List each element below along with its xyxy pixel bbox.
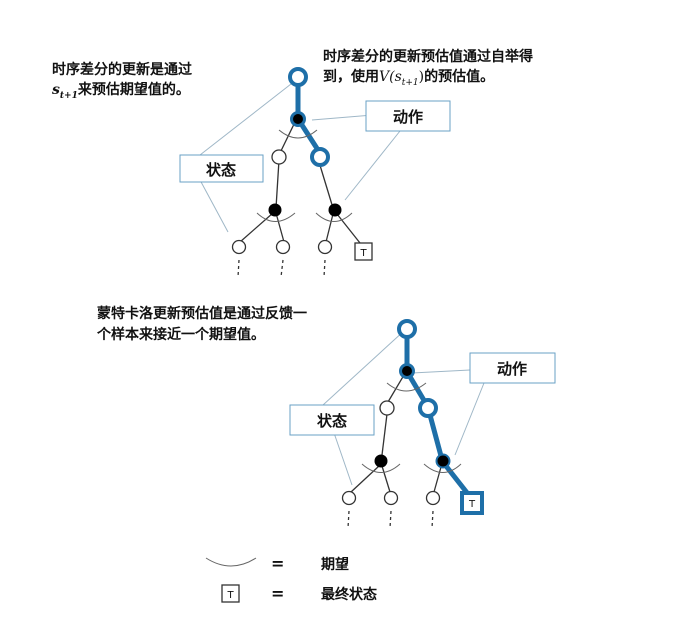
expectation-symbol bbox=[205, 557, 257, 567]
expectation-arc bbox=[361, 463, 401, 473]
state-callout-label: 状态 bbox=[206, 161, 236, 179]
action-node-sampled bbox=[435, 453, 451, 469]
terminal-node bbox=[354, 242, 373, 261]
legend-terminal-label: 最终状态 bbox=[321, 586, 377, 603]
td-bootstrap-line1: 时序差分的更新预估值通过自举得 bbox=[323, 48, 533, 65]
state-node bbox=[383, 490, 399, 506]
tree-edge bbox=[381, 413, 388, 456]
state-node-root bbox=[288, 67, 308, 87]
action-node bbox=[290, 111, 306, 127]
mc-text-line2: 个样本来接近一个期望值。 bbox=[96, 326, 265, 343]
state-node bbox=[271, 149, 287, 165]
tree-edge bbox=[350, 465, 380, 493]
callout-line bbox=[332, 429, 353, 486]
callout-line bbox=[199, 179, 229, 233]
mc-text-line1: 蒙特卡洛更新预估值是通过反馈一 bbox=[97, 305, 307, 322]
state-node bbox=[425, 490, 441, 506]
expectation-arc bbox=[256, 212, 296, 222]
terminal-node-label: T bbox=[359, 248, 367, 259]
state-callout-box bbox=[179, 154, 264, 183]
callout-line bbox=[322, 329, 406, 406]
tree-edge bbox=[433, 466, 442, 493]
tree-edge bbox=[278, 119, 297, 156]
state-node bbox=[275, 239, 291, 255]
action-node bbox=[399, 363, 415, 379]
state-node-root bbox=[397, 319, 417, 339]
tree-edge bbox=[275, 159, 280, 209]
callout-line bbox=[344, 130, 401, 201]
state-node bbox=[317, 239, 333, 255]
continuation-dash bbox=[389, 510, 392, 529]
action-node bbox=[328, 203, 342, 217]
state-node bbox=[379, 400, 395, 416]
continuation-dash bbox=[431, 510, 434, 529]
highlight-edge bbox=[297, 120, 321, 152]
state-node bbox=[341, 490, 357, 506]
legend: = 期望 T = 最终状态 bbox=[205, 554, 377, 603]
td-bootstrap-line2: 到，使用V(st+1)的预估值。 bbox=[323, 68, 494, 88]
legend-expectation-label: 期望 bbox=[321, 556, 349, 573]
expectation-arc bbox=[278, 129, 318, 139]
highlight-edge bbox=[444, 464, 470, 496]
state-callout-label: 状态 bbox=[317, 412, 347, 430]
td-annotation-left: 时序差分的更新是通过 st+1来预估期望值的。 bbox=[52, 61, 192, 101]
action-callout-label: 动作 bbox=[393, 108, 423, 126]
continuation-dash bbox=[347, 510, 350, 529]
tree-edge bbox=[325, 213, 334, 243]
mc-annotation: 蒙特卡洛更新预估值是通过反馈一 个样本来接近一个期望值。 bbox=[96, 305, 307, 343]
terminal-node-sampled bbox=[460, 491, 484, 515]
callout-line bbox=[454, 382, 485, 456]
terminal-node-label: T bbox=[468, 499, 476, 510]
expectation-arc bbox=[315, 212, 353, 222]
tree-edge bbox=[318, 161, 334, 209]
highlight-edge bbox=[427, 414, 444, 457]
callout-line bbox=[411, 369, 471, 374]
legend-eq: = bbox=[271, 584, 284, 603]
continuation-dash bbox=[237, 259, 240, 278]
state-callout-box bbox=[289, 404, 375, 436]
state-node-next bbox=[310, 147, 330, 167]
action-callout-box bbox=[365, 100, 451, 132]
expectation-arc bbox=[386, 382, 427, 392]
tree-edge bbox=[381, 465, 391, 493]
tree-edge bbox=[336, 213, 361, 244]
continuation-dash bbox=[323, 259, 326, 278]
tree-edge bbox=[239, 212, 274, 243]
td-text-line1: 时序差分的更新是通过 bbox=[52, 61, 192, 78]
td-annotation-right: 时序差分的更新预估值通过自举得 到，使用V(st+1)的预估值。 bbox=[323, 48, 533, 88]
action-node bbox=[374, 454, 388, 468]
td-text-line2: st+1来预估期望值的。 bbox=[52, 81, 190, 101]
td-tree: T 状态 动作 bbox=[179, 67, 451, 278]
action-callout-box bbox=[469, 352, 556, 384]
action-callout-label: 动作 bbox=[497, 360, 527, 378]
tree-edge bbox=[275, 212, 285, 243]
mc-tree: T 状态 动作 bbox=[289, 319, 556, 529]
callout-line bbox=[199, 76, 301, 156]
state-node bbox=[231, 239, 247, 255]
expectation-arc bbox=[423, 463, 462, 473]
terminal-symbol bbox=[221, 584, 240, 603]
legend-eq: = bbox=[271, 554, 284, 573]
terminal-symbol-label: T bbox=[226, 590, 234, 601]
state-node-sampled bbox=[418, 398, 438, 418]
action-node bbox=[268, 203, 282, 217]
continuation-dash bbox=[280, 259, 284, 278]
